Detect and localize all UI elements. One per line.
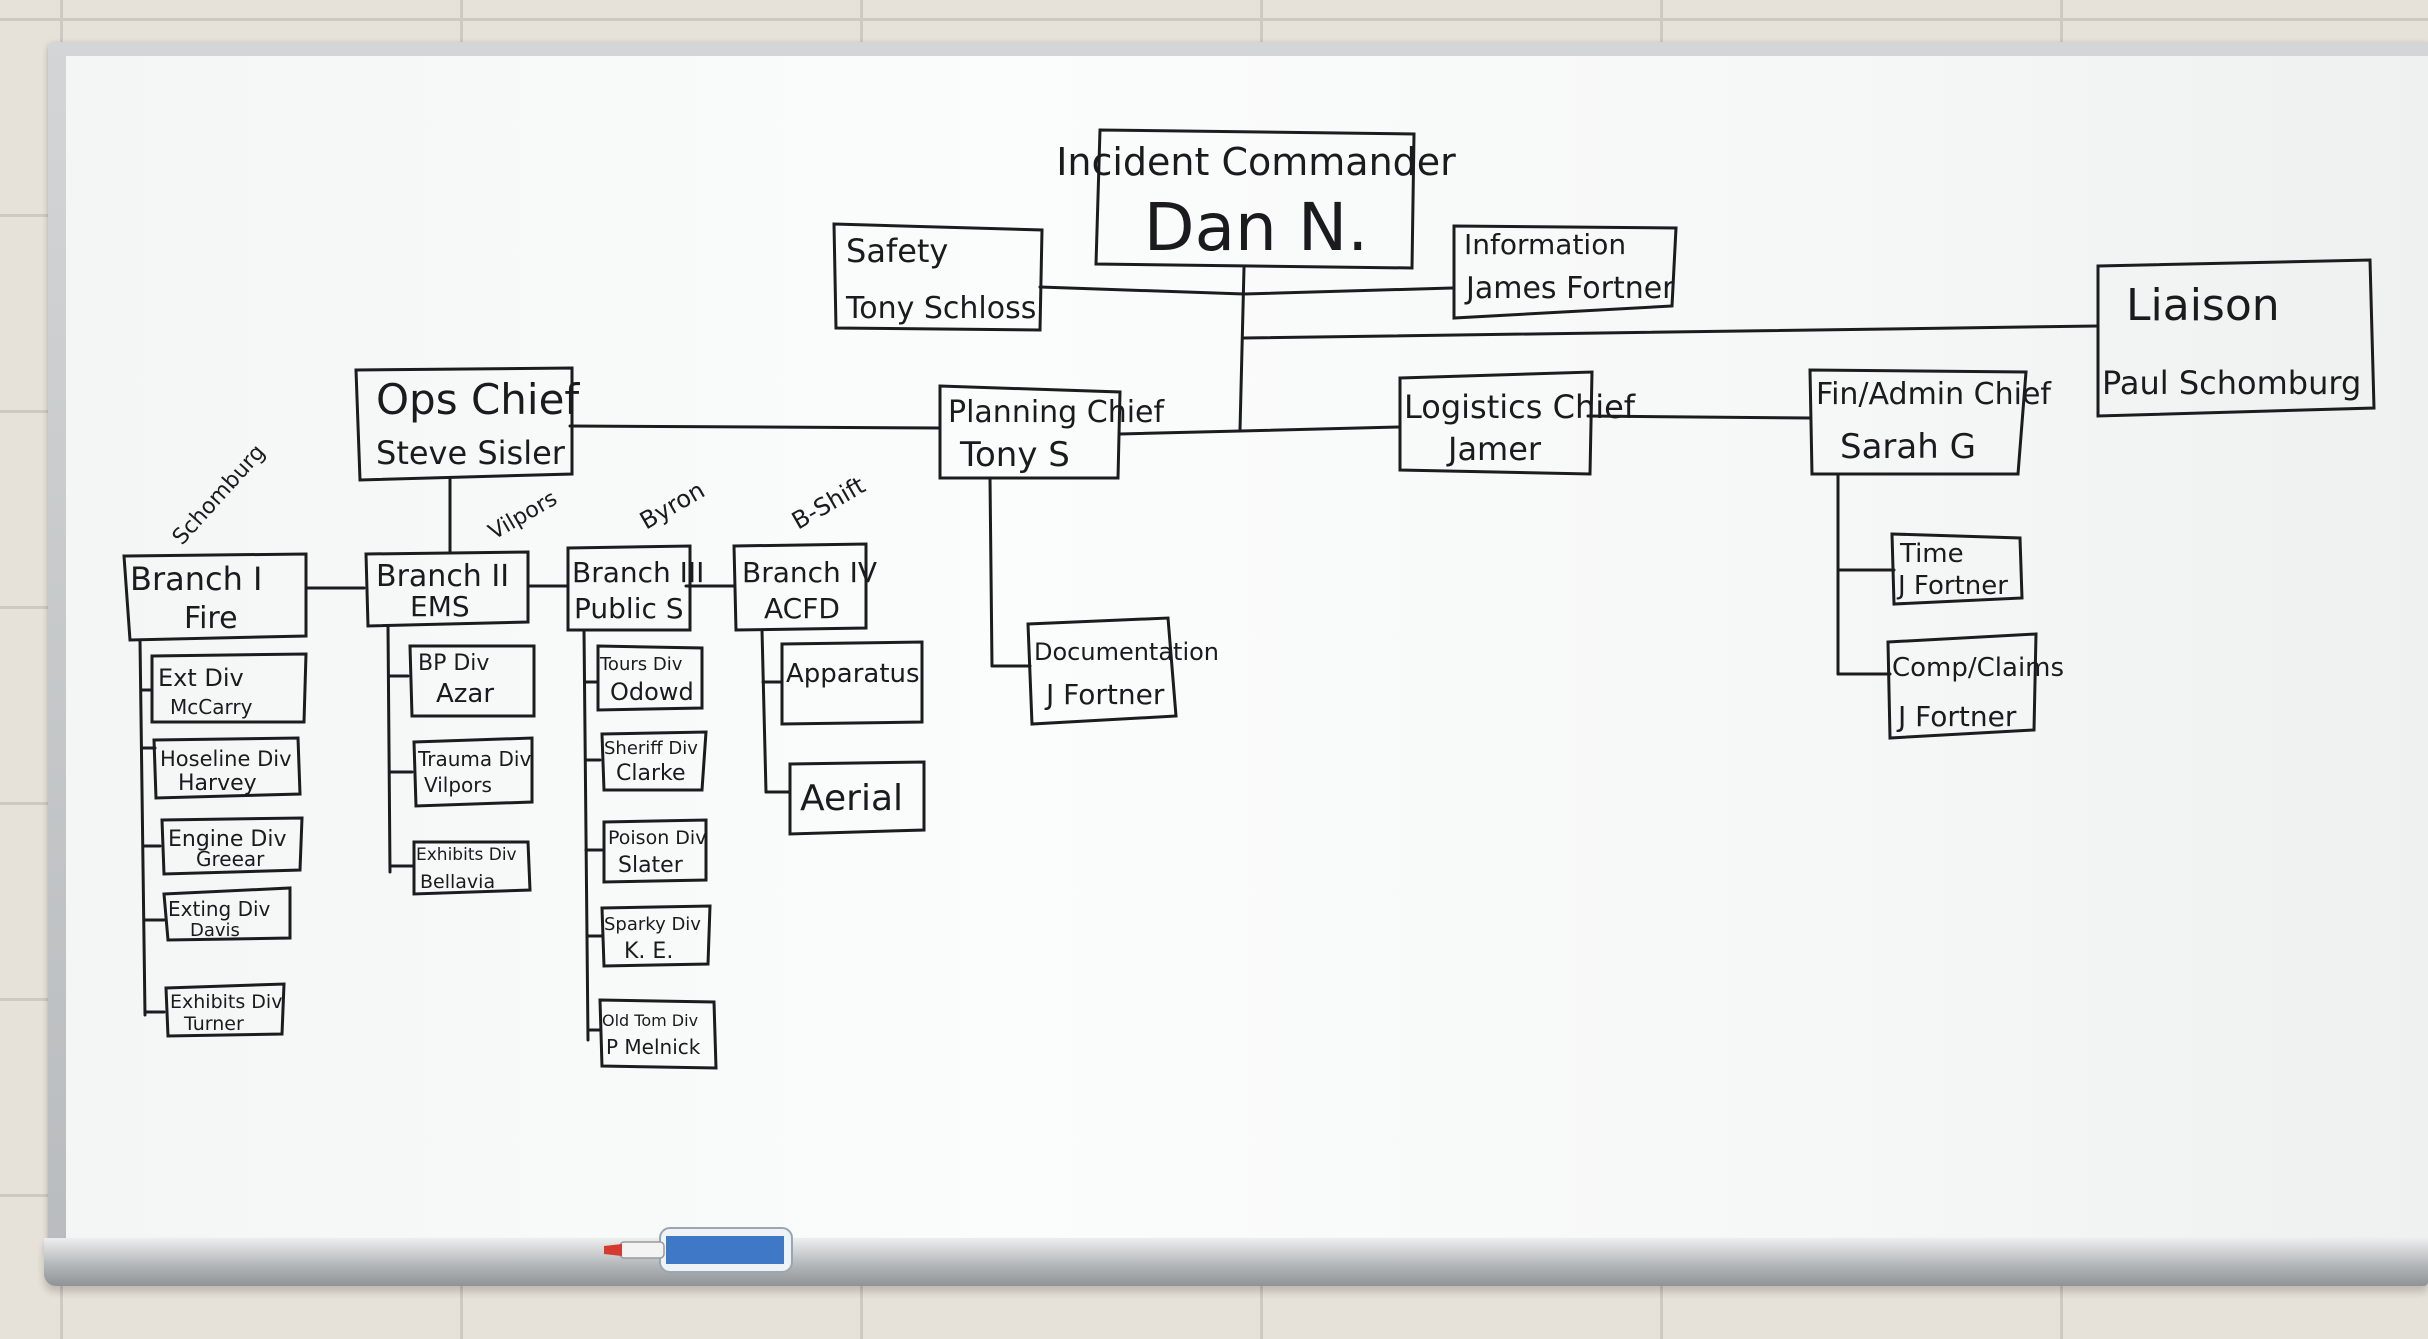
ops-chief-name: Steve Sisler <box>376 434 566 472</box>
division-line1: Old Tom Div <box>602 1011 698 1030</box>
division-line1: Ext Div <box>158 664 244 692</box>
branch-2-group: Vilpors Branch II EMS BP Div Azar Trauma… <box>364 486 562 896</box>
branch-note: B-Shift <box>787 471 870 535</box>
documentation-name: J Fortner <box>1044 678 1165 711</box>
division-line1: Apparatus <box>786 659 920 689</box>
comp-claims-role: Comp/Claims <box>1892 653 2064 683</box>
division-line2: P Melnick <box>606 1035 701 1059</box>
division-line1: Sparky Div <box>604 914 701 935</box>
branch-title: Branch I <box>130 560 262 598</box>
division-line2: Slater <box>618 853 684 878</box>
division-line1: Poison Div <box>608 827 706 849</box>
incident-commander-name: Dan N. <box>1144 189 1368 266</box>
marker-tray <box>44 1238 2428 1286</box>
division-line1: BP Div <box>418 651 489 676</box>
division-line1: Engine Div <box>168 827 286 852</box>
branch-title: Branch II <box>376 559 509 594</box>
branch-note: Vilpors <box>485 486 562 545</box>
fin-admin-chief-box: Fin/Admin Chief Sarah G <box>1808 368 2052 476</box>
branch-note: Schomburg <box>168 440 271 550</box>
information-box: Information James Fortner <box>1452 224 1678 320</box>
liaison-role: Liaison <box>2126 280 2280 331</box>
division-line2: Harvey <box>178 771 257 796</box>
division-line2: Davis <box>190 920 240 941</box>
division-line1: Hoseline Div <box>160 747 292 771</box>
division-line2: Clarke <box>616 761 686 786</box>
division-line1: Tours Div <box>599 654 683 675</box>
branch-sub: EMS <box>410 590 470 623</box>
division-line2: Turner <box>183 1013 244 1035</box>
time-role: Time <box>1899 539 1964 569</box>
division-line1: Trauma Div <box>417 747 531 771</box>
division-line2: McCarry <box>170 695 253 719</box>
documentation-box: Documentation J Fortner <box>1026 616 1219 726</box>
comp-claims-name: J Fortner <box>1896 700 2017 733</box>
fin-admin-chief-role: Fin/Admin Chief <box>1816 377 2052 412</box>
division-line1: Aerial <box>800 778 903 819</box>
incident-commander-role: Incident Commander <box>1056 140 1456 184</box>
planning-chief-role: Planning Chief <box>948 395 1166 430</box>
liaison-name: Paul Schomburg <box>2102 364 2361 402</box>
division-line2: Odowd <box>610 678 694 706</box>
safety-name: Tony Schloss <box>845 291 1036 326</box>
division-line2: Bellavia <box>420 871 495 893</box>
branch-3-group: Byron Branch III Public S Tours Div Odow… <box>566 476 718 1070</box>
branch-title: Branch III <box>572 556 704 589</box>
comp-claims-box: Comp/Claims J Fortner <box>1886 632 2064 740</box>
logistics-chief-name: Jamer <box>1446 430 1542 468</box>
time-name: J Fortner <box>1896 571 2008 601</box>
branch-1-group: Schomburg Branch I Fire Ext Div McCarry … <box>122 440 308 1038</box>
documentation-role: Documentation <box>1034 638 1219 666</box>
time-box: Time J Fortner <box>1890 532 2024 606</box>
connector-lines <box>138 266 2100 1042</box>
incident-commander-box: Incident Commander Dan N. <box>1056 128 1456 270</box>
liaison-box: Liaison Paul Schomburg <box>2096 258 2376 418</box>
division-line2: Azar <box>436 679 494 709</box>
branch-sub: ACFD <box>764 592 840 625</box>
fin-admin-chief-name: Sarah G <box>1840 427 1976 467</box>
safety-box: Safety Tony Schloss <box>832 222 1044 332</box>
branch-title: Branch IV <box>742 556 877 589</box>
division-line1: Exhibits Div <box>416 845 517 865</box>
planning-chief-name: Tony S <box>959 435 1070 475</box>
planning-chief-box: Planning Chief Tony S <box>938 384 1166 480</box>
marker-bottle-icon <box>604 1227 793 1273</box>
logistics-chief-box: Logistics Chief Jamer <box>1398 370 1636 476</box>
branch-note: Byron <box>635 476 710 535</box>
division-line1: Exhibits Div <box>170 991 282 1013</box>
safety-role: Safety <box>846 232 948 270</box>
information-role: Information <box>1464 228 1626 261</box>
division-line1: Sheriff Div <box>604 738 698 759</box>
division-line1: Exting Div <box>168 897 271 921</box>
branch-sub: Fire <box>184 601 238 636</box>
division-line2: Vilpors <box>424 773 492 797</box>
division-line2: K. E. <box>624 939 673 964</box>
logistics-chief-role: Logistics Chief <box>1404 388 1636 426</box>
ops-chief-role: Ops Chief <box>376 375 580 424</box>
branch-sub: Public S <box>574 592 684 625</box>
information-name: James Fortner <box>1464 271 1675 306</box>
division-line2: Greear <box>196 847 265 871</box>
ops-chief-box: Ops Chief Steve Sisler <box>354 366 580 482</box>
